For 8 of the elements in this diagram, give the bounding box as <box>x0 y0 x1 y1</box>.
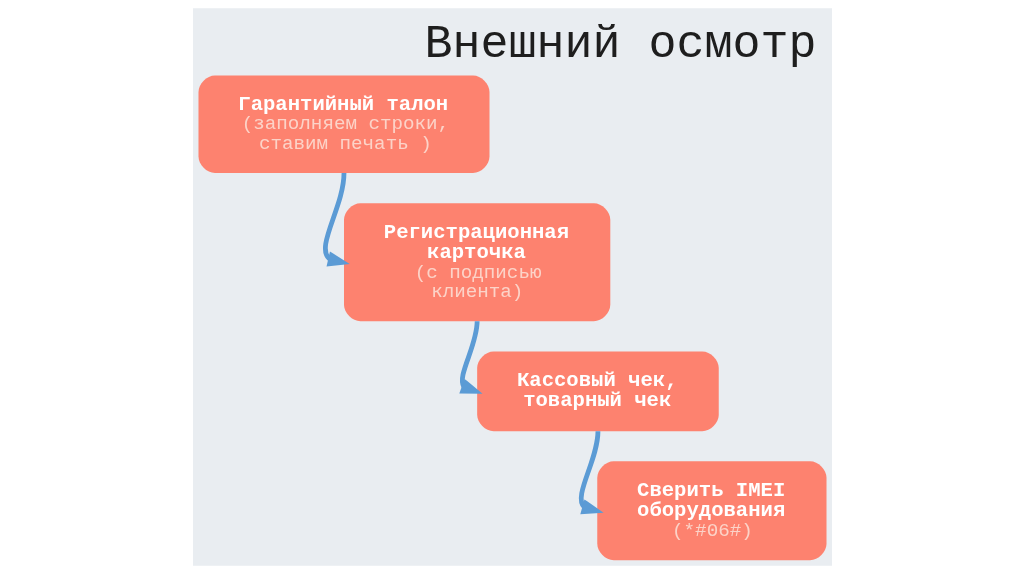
diagram-title: Внешний осмотр <box>424 17 817 71</box>
arrow <box>578 431 604 515</box>
node-box: Кассовый чек, товарный чек <box>476 351 719 432</box>
arrow <box>458 321 483 394</box>
node-box: Сверить IMEI оборудования (*#06#) <box>596 461 826 561</box>
arrow <box>322 172 350 267</box>
node-box: Гарантийный талон (заполняем строки, ставим печать ) <box>198 75 489 174</box>
node-box: Регистрационная карточка (с подписью клиента) <box>343 203 610 322</box>
